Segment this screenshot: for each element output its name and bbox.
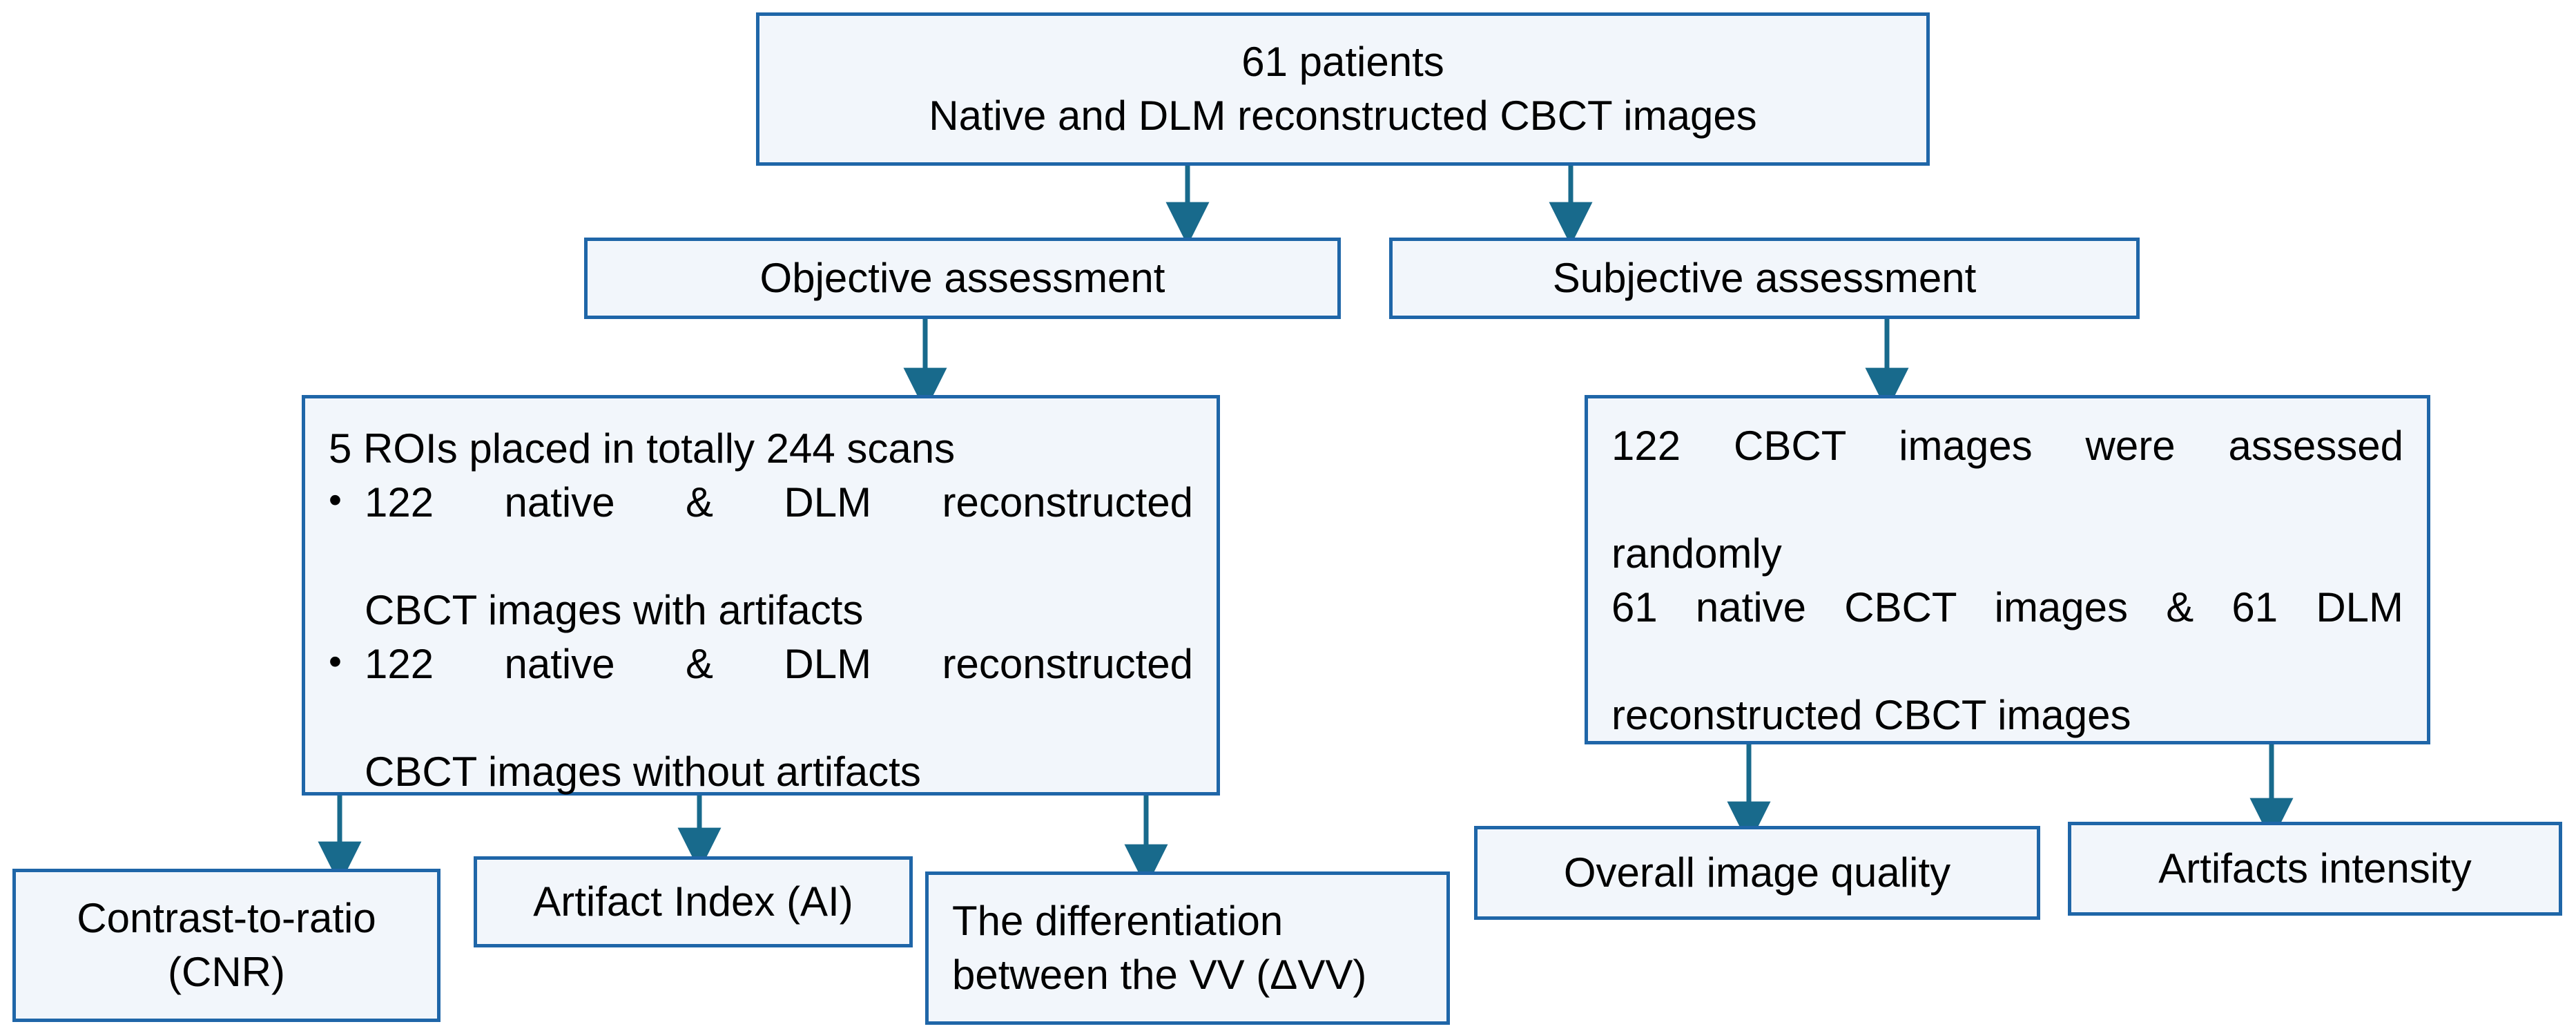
node-delta-vv[interactable]: The differentiation between the VV (ΔVV) (925, 871, 1450, 1025)
subjective-detail-paragraph-2: 61 native CBCT images & 61 DLM reconstru… (1611, 581, 2403, 742)
subjective-detail-p2-line-1: 61 native CBCT images & 61 DLM (1611, 584, 2403, 630)
bullet-marker-icon: • (329, 641, 342, 682)
cnr-line-1: Contrast-to-ratio (77, 895, 376, 941)
node-objective-assessment-label: Objective assessment (759, 255, 1165, 301)
node-artifact-index[interactable]: Artifact Index (AI) (474, 856, 913, 947)
node-artifacts-intensity[interactable]: Artifacts intensity (2068, 822, 2562, 916)
artifact-index-label: Artifact Index (AI) (533, 878, 853, 925)
cnr-line-2: (CNR) (168, 949, 285, 995)
bullet-2-body: 122 native & DLM reconstructed CBCT imag… (365, 637, 1193, 799)
bullet-2-line-1: 122 native & DLM reconstructed (365, 641, 1193, 687)
subjective-detail-p1-line-2: randomly (1611, 530, 1782, 577)
objective-detail-bullet-1: • 122 native & DLM reconstructed CBCT im… (329, 476, 1193, 637)
node-contrast-to-ratio[interactable]: Contrast-to-ratio (CNR) (12, 869, 440, 1022)
node-subjective-assessment[interactable]: Subjective assessment (1389, 238, 2140, 319)
overall-image-quality-label: Overall image quality (1563, 849, 1951, 896)
artifacts-intensity-label: Artifacts intensity (2158, 845, 2472, 892)
objective-detail-bullet-2: • 122 native & DLM reconstructed CBCT im… (329, 637, 1193, 799)
node-root-line-1: 61 patients (1241, 39, 1444, 85)
bullet-1-line-2: CBCT images with artifacts (365, 587, 864, 633)
node-root[interactable]: 61 patients Native and DLM reconstructed… (756, 12, 1930, 166)
node-objective-detail[interactable]: 5 ROIs placed in totally 244 scans • 122… (302, 395, 1220, 796)
subjective-detail-paragraph-1: 122 CBCT images were assessed randomly (1611, 419, 2403, 581)
node-root-line-2: Native and DLM reconstructed CBCT images (929, 93, 1757, 139)
node-subjective-assessment-label: Subjective assessment (1552, 255, 1977, 301)
bullet-2-line-2: CBCT images without artifacts (365, 749, 921, 795)
bullet-1-line-1: 122 native & DLM reconstructed (365, 479, 1193, 526)
delta-vv-line-1: The differentiation (952, 898, 1284, 944)
node-subjective-detail[interactable]: 122 CBCT images were assessed randomly 6… (1585, 395, 2430, 744)
bullet-1-body: 122 native & DLM reconstructed CBCT imag… (365, 476, 1193, 637)
delta-vv-line-2: between the VV (ΔVV) (952, 952, 1367, 998)
node-overall-image-quality[interactable]: Overall image quality (1474, 826, 2040, 920)
subjective-detail-p1-line-1: 122 CBCT images were assessed (1611, 423, 2403, 469)
subjective-detail-p2-line-2: reconstructed CBCT images (1611, 692, 2131, 738)
objective-detail-heading: 5 ROIs placed in totally 244 scans (329, 425, 956, 472)
node-objective-assessment[interactable]: Objective assessment (584, 238, 1341, 319)
bullet-marker-icon: • (329, 479, 342, 521)
